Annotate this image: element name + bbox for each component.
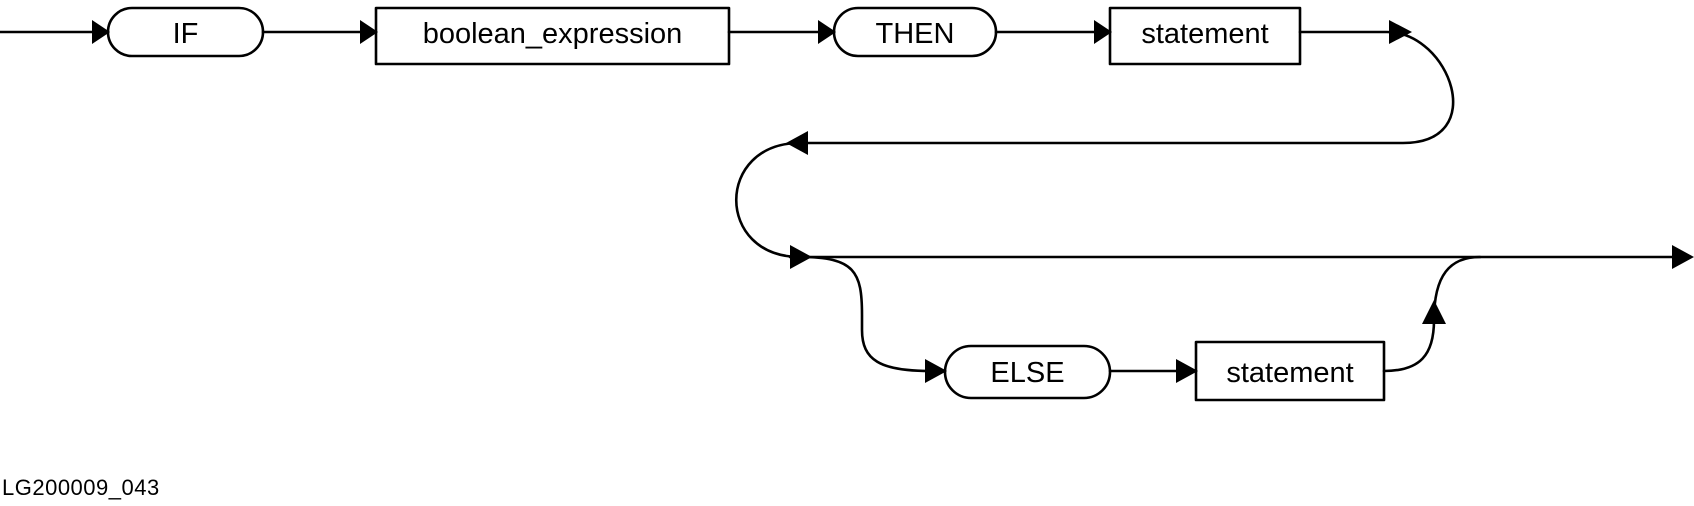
node-statement-then (1108, 6, 1302, 66)
edge-wrap-back (735, 30, 1455, 259)
arrowhead-second-row-entry (790, 245, 812, 269)
arrowhead-after-statement (1389, 20, 1412, 44)
arrowhead-into-boolean-expression (360, 20, 378, 44)
arrowhead-into-then (818, 20, 836, 44)
edge-branch-to-else (798, 255, 932, 373)
arrowhead-wrap-left (786, 131, 808, 155)
arrowhead-into-statement-else (1176, 359, 1198, 383)
node-boolean-expression (374, 6, 731, 66)
arrowhead-into-if (92, 20, 110, 44)
figure-id-caption: LG200009_043 (2, 475, 160, 500)
node-then-label: THEN (876, 18, 955, 50)
node-else-label: ELSE (990, 357, 1064, 389)
arrowhead-rejoin-up (1422, 300, 1446, 324)
arrowhead-end (1672, 245, 1694, 269)
node-boolean-expression-label: boolean_expression (423, 18, 683, 50)
arrowhead-into-else (925, 359, 947, 383)
node-if-label: IF (173, 18, 199, 50)
arrowhead-into-statement (1094, 20, 1112, 44)
node-statement-else-label: statement (1226, 357, 1353, 389)
node-statement-then-label: statement (1141, 18, 1268, 50)
